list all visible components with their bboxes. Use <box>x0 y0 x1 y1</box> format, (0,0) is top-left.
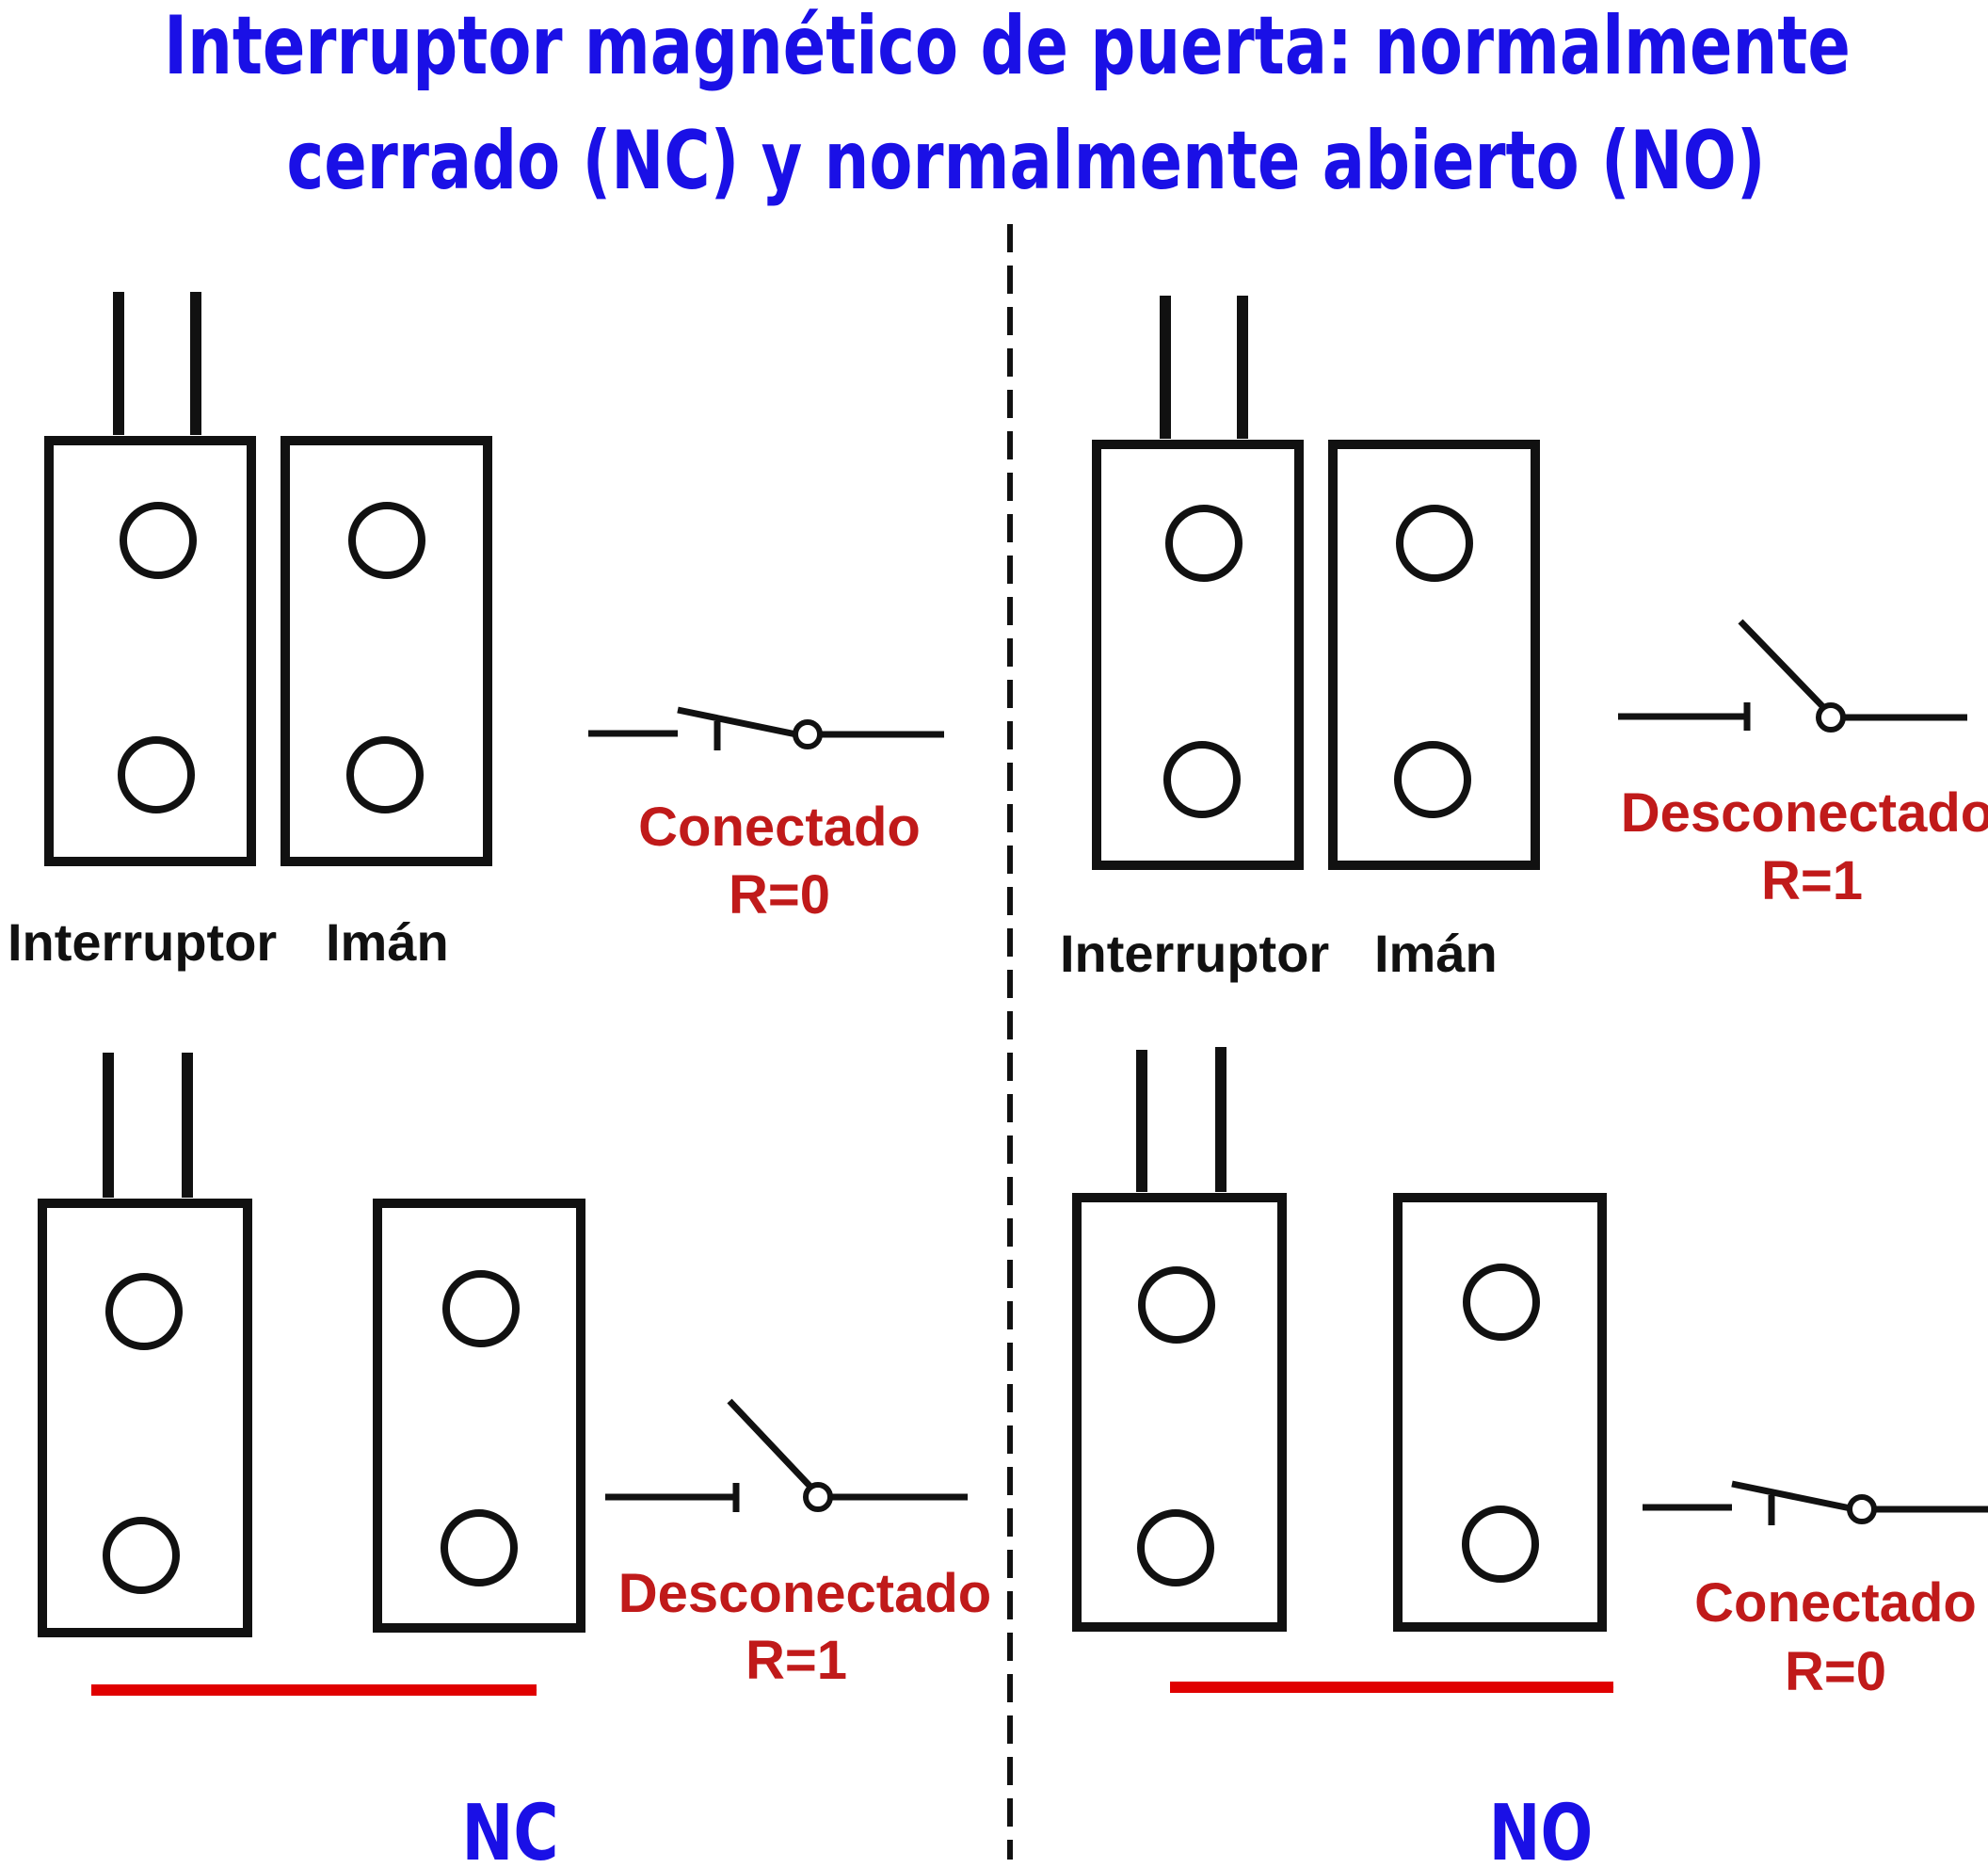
panel-nc-separated: Desconectado R=1 NC <box>38 1053 991 1868</box>
reed-switch-body <box>38 1053 252 1637</box>
switch-symbol-open <box>605 1398 968 1512</box>
magnet-label: Imán <box>1374 924 1498 983</box>
magnet-body <box>373 1199 585 1633</box>
switch-label: Interruptor <box>1060 924 1329 983</box>
panel-no-open: Desconectado R=1 Interruptor Imán <box>1060 296 1988 983</box>
magnet-body <box>1328 440 1540 870</box>
title-line-2: cerrado (NC) y normalmente abierto (NO) <box>287 114 1766 208</box>
panel-nc-closed: Conectado R=0 Interruptor Imán <box>8 292 944 972</box>
switch-state-label: Conectado <box>638 797 921 858</box>
resistance-label: R=1 <box>746 1630 847 1691</box>
resistance-label: R=0 <box>1785 1641 1886 1702</box>
resistance-label: R=0 <box>729 864 830 926</box>
magnet-body <box>281 436 492 866</box>
reed-switch-body <box>1092 296 1304 870</box>
switch-state-label: Desconectado <box>1621 782 1988 844</box>
switch-state-label: Desconectado <box>618 1563 991 1624</box>
title-line-1: Interruptor magnético de puerta: normalm… <box>164 0 1851 93</box>
switch-symbol-closed <box>588 706 944 750</box>
magnet-label: Imán <box>326 912 449 972</box>
panel-no-separated: Conectado R=0 NO <box>1072 1047 1988 1868</box>
nc-tag: NC <box>461 1788 558 1868</box>
switch-symbol-open <box>1618 619 1967 733</box>
reed-switch-body <box>44 292 256 866</box>
switch-label: Interruptor <box>8 912 277 972</box>
no-tag: NO <box>1489 1788 1594 1868</box>
switch-symbol-closed <box>1643 1480 1988 1525</box>
switch-state-label: Conectado <box>1694 1572 1977 1634</box>
magnet-body <box>1393 1193 1607 1632</box>
resistance-label: R=1 <box>1761 850 1863 911</box>
reed-switch-body <box>1072 1047 1287 1632</box>
